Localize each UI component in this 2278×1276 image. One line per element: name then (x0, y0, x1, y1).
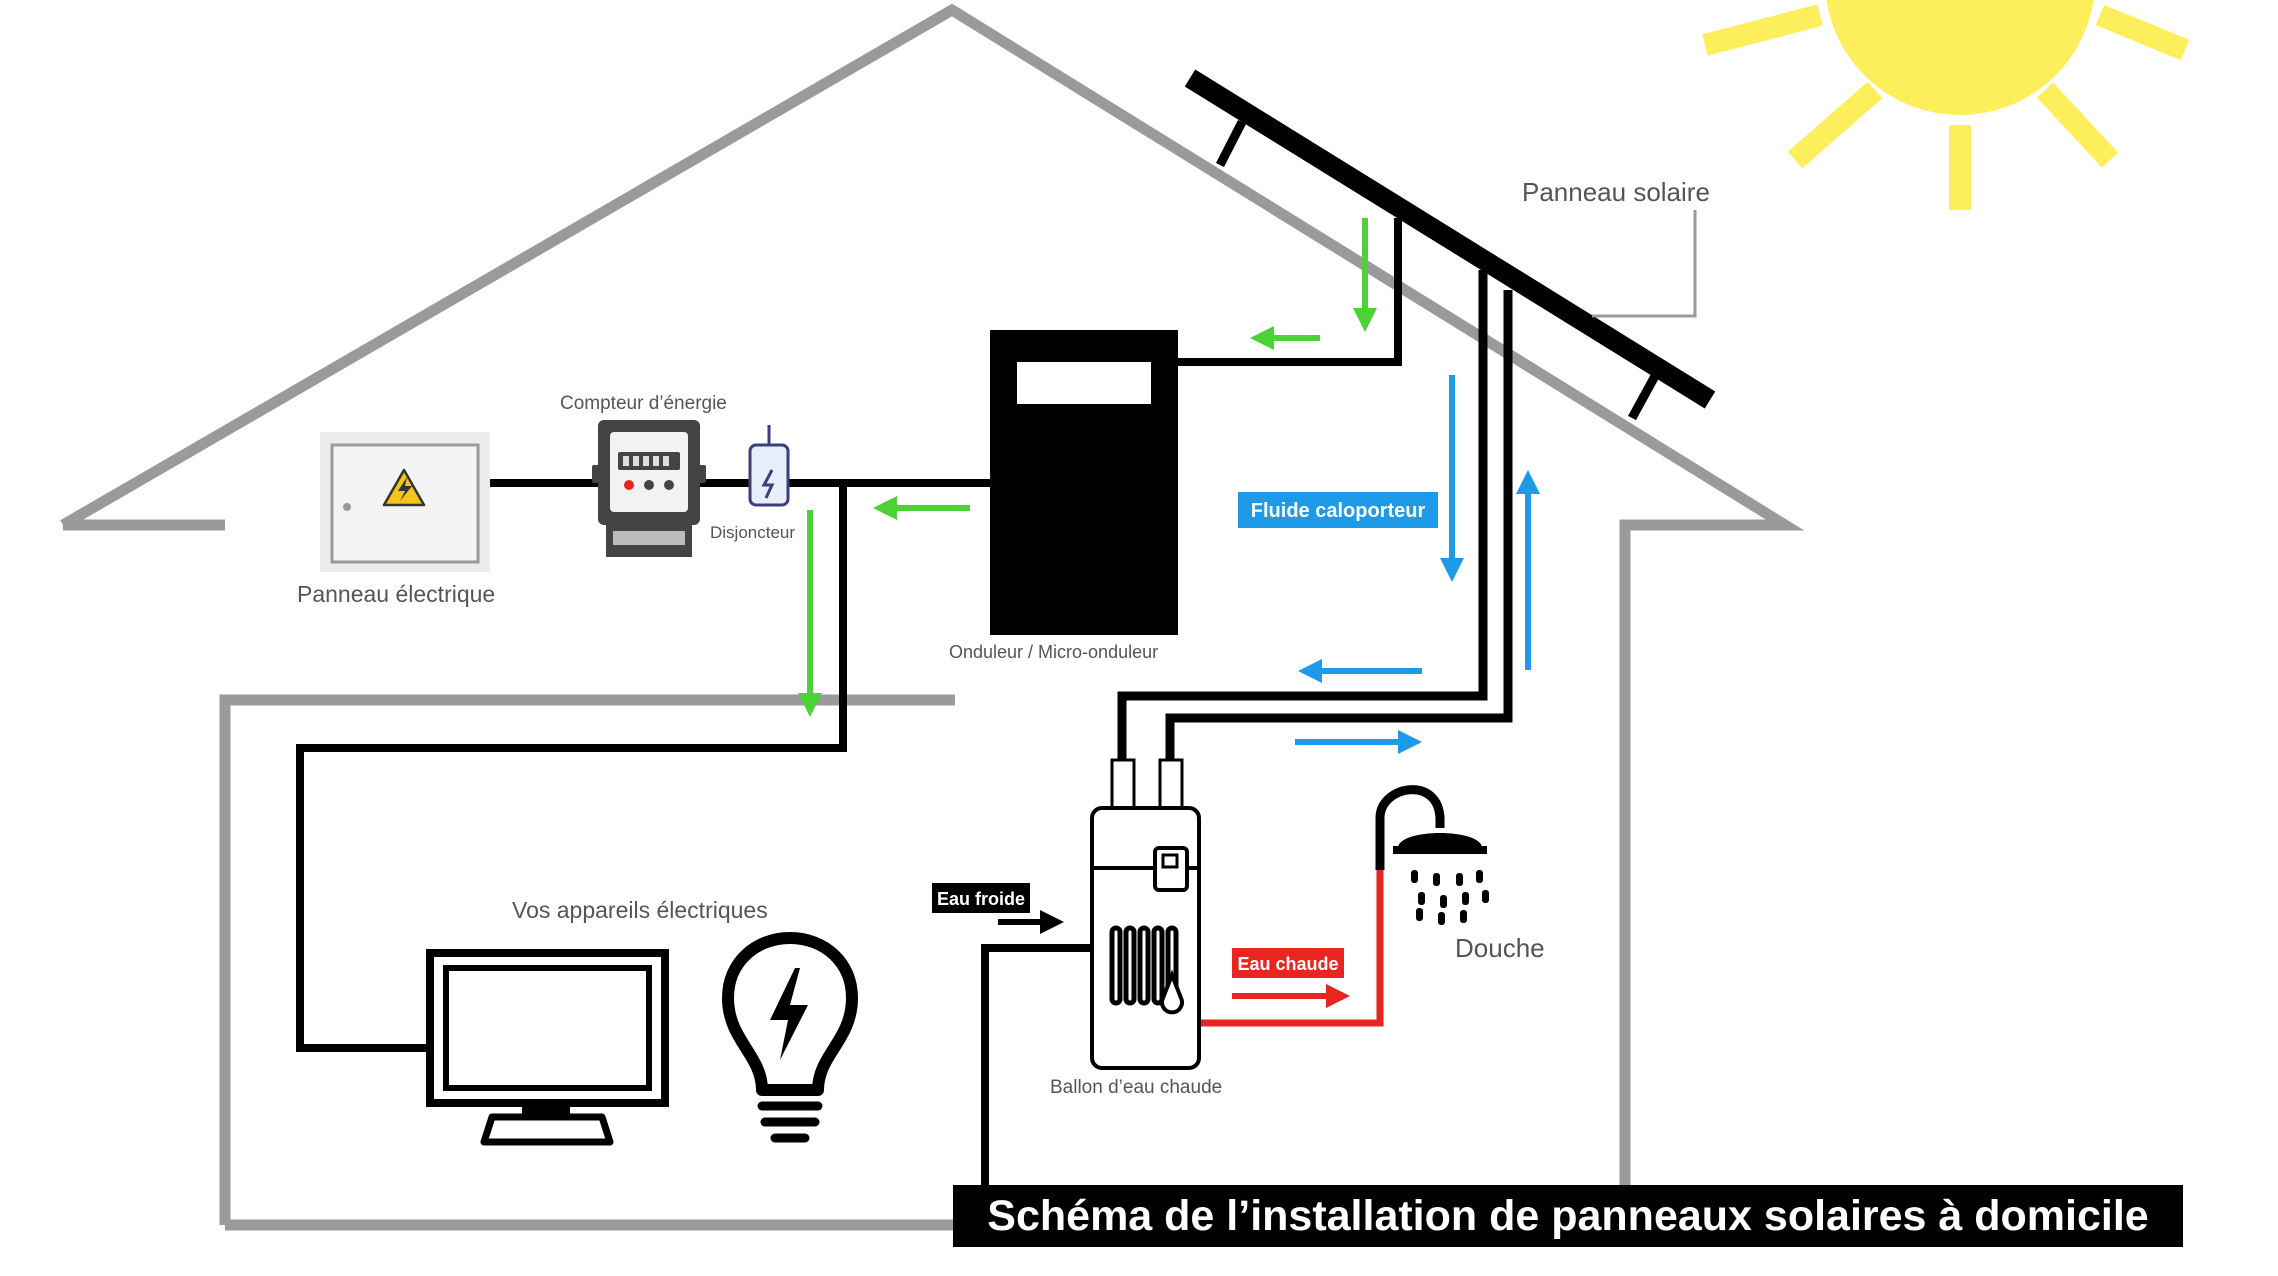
heat-fluid-tag: Fluide caloporteur (1238, 492, 1438, 528)
energy-meter-label: Compteur d’énergie (560, 393, 727, 414)
hot-water-pipe (1200, 868, 1384, 1027)
lightbulb-icon (722, 932, 858, 1143)
inverter (990, 330, 1178, 635)
solar-panel (1184, 69, 1716, 421)
thermometer-icon (1160, 969, 1184, 1015)
inverter-label: Onduleur / Micro-onduleur (949, 642, 1158, 662)
water-heater-icon (1090, 758, 1201, 1070)
fluid-pipes (1117, 270, 1513, 765)
electrical-panel (320, 432, 490, 572)
shower-icon (1375, 785, 1489, 925)
breaker-label: Disjoncteur (710, 523, 795, 542)
svg-text:Fluide caloporteur: Fluide caloporteur (1251, 500, 1426, 522)
water-heater-label: Ballon d’eau chaude (1050, 1077, 1222, 1098)
solar-panel-leader (1592, 210, 1697, 318)
fluid-flow-arrows (1295, 375, 1540, 754)
electric-flow-arrows (798, 218, 1377, 717)
svg-text:Eau froide: Eau froide (937, 889, 1025, 909)
title-bar: Schéma de l’installation de panneaux sol… (953, 1185, 2183, 1247)
electrical-panel-label: Panneau électrique (297, 581, 495, 607)
page-title: Schéma de l’installation de panneaux sol… (987, 1192, 2148, 1240)
electric-wiring (296, 218, 1402, 1052)
shower-label: Douche (1455, 933, 1545, 963)
svg-text:Eau chaude: Eau chaude (1237, 954, 1338, 974)
sun-icon (1702, 0, 2190, 210)
solar-panel-label: Panneau solaire (1522, 177, 1710, 207)
appliances-label: Vos appareils électriques (512, 897, 768, 923)
tv-icon (426, 949, 669, 1146)
house-outline (60, 3, 1805, 1231)
hot-water-tag: Eau chaude (1232, 948, 1344, 978)
cold-water-tag: Eau froide (932, 883, 1030, 913)
warning-icon (382, 468, 426, 507)
energy-meter-icon (592, 420, 706, 557)
breaker-icon (748, 425, 790, 507)
cold-water-pipe (981, 944, 1093, 1185)
